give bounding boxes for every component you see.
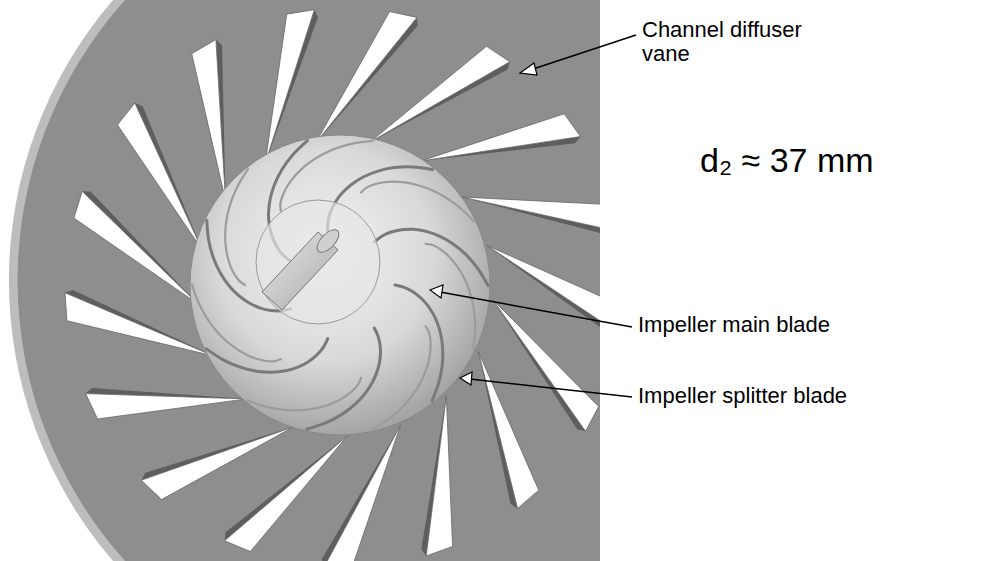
main-blade [307,328,381,429]
plate-rim [9,0,600,561]
diffuser-vane [141,427,293,500]
arrowhead [430,285,443,298]
splitter-blade [373,326,431,429]
arrowhead [520,63,537,75]
splitter-blade [247,378,361,411]
shaft-end [313,226,342,256]
vane-side [322,425,401,561]
diffuser-vane [192,40,226,201]
impeller-hub [256,200,380,324]
diffuser-vane [117,103,202,250]
diffuser-vane [462,197,620,232]
leader-line [440,292,632,327]
leader-line [530,35,636,70]
splitter-blade [225,169,248,285]
leader-lines [430,35,636,397]
diffuser-vane [478,352,538,509]
leader-line [470,379,632,397]
diffuser-vane [426,396,452,556]
main-blade [207,339,328,373]
impeller-blades [192,141,488,430]
impeller [190,135,490,435]
diffuser-vane [493,299,599,431]
plate-face [18,0,600,561]
vane-side [462,197,620,236]
dimension-label: d₂ ≈ 37 mm [700,142,990,179]
diffuser-vanes [65,10,624,561]
diffuser-plate [9,0,600,561]
part-label: Channel diffuser vane [642,18,842,66]
arrowhead [460,372,472,385]
part-label: Impeller splitter blade [638,384,993,408]
diffuser-vane [86,394,247,419]
diffuser-vane [370,46,510,142]
impeller-disc [190,135,490,435]
splitter-blade [361,182,473,222]
diffuser-vane [421,114,581,161]
part-label: Impeller main blade [638,313,988,337]
main-blade [374,229,488,285]
